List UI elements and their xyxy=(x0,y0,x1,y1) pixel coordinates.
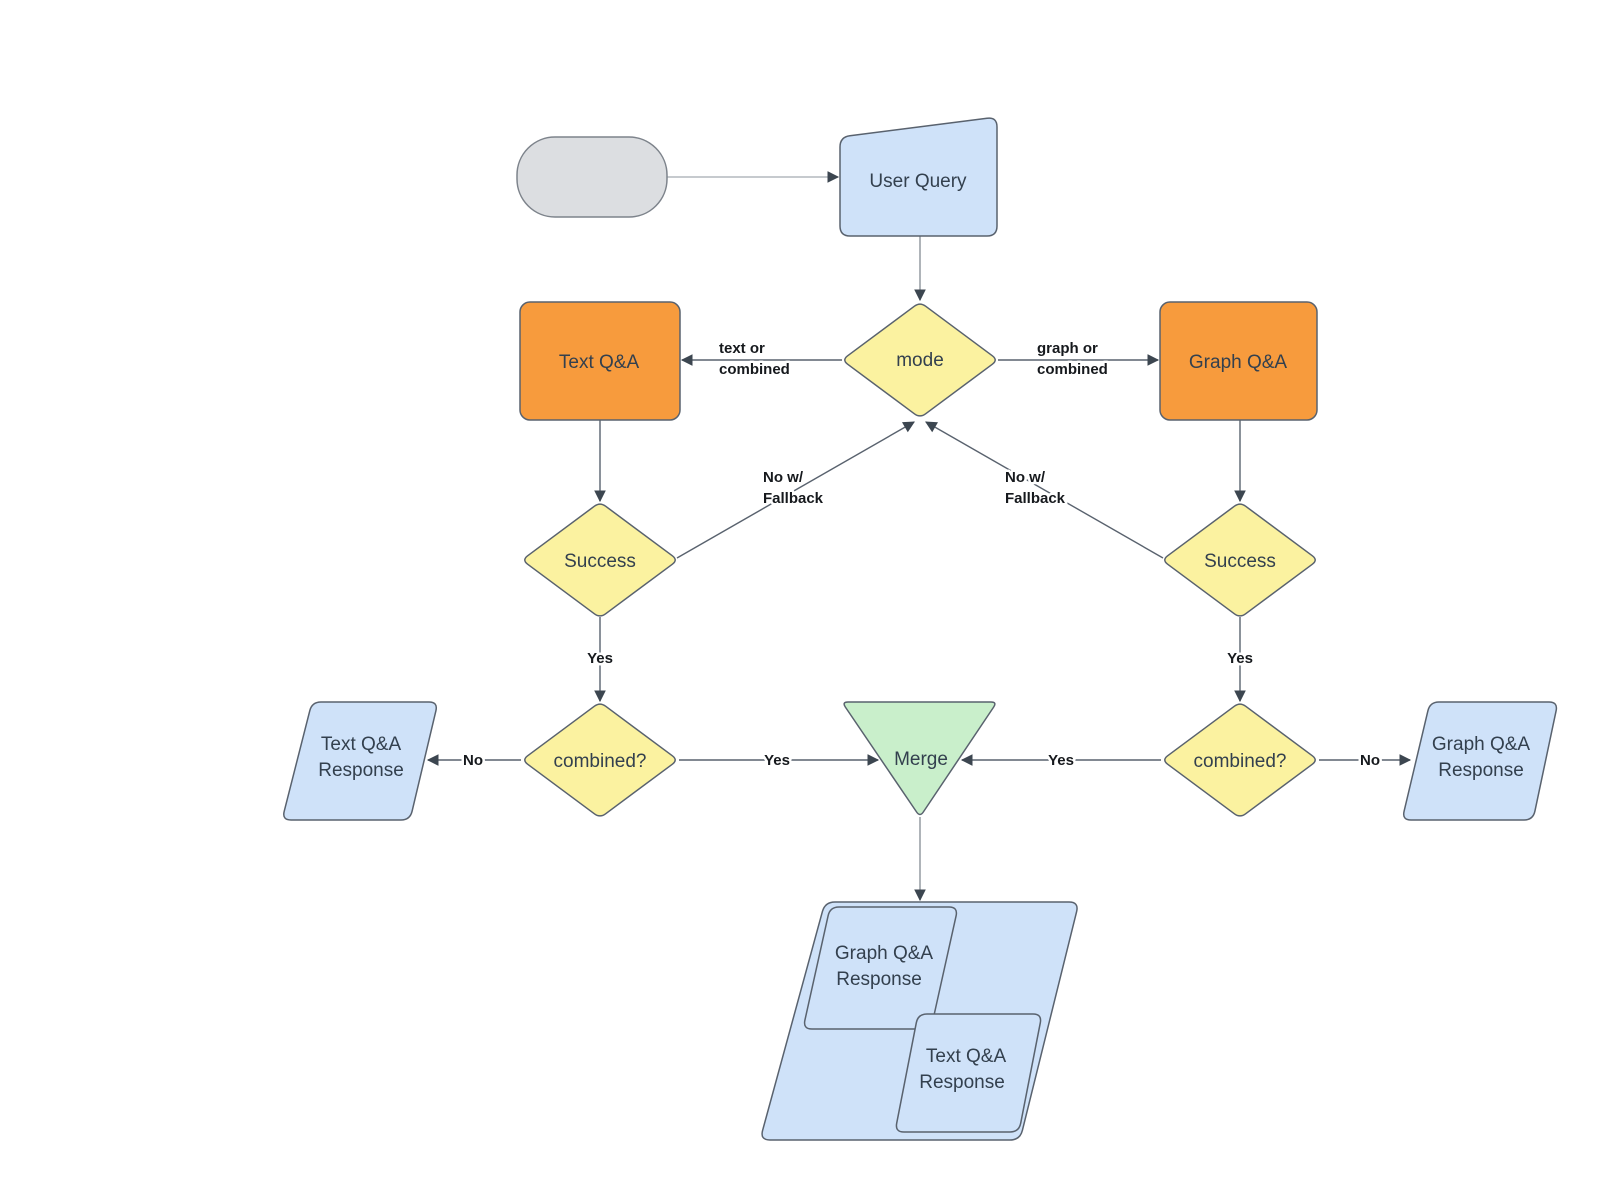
label-combined-right-yes: Yes xyxy=(1048,752,1074,769)
graph-qa-shape xyxy=(1159,301,1318,421)
label-text-or-combined: text or combined xyxy=(719,340,790,378)
text-qa-response-label: Text Q&A Response xyxy=(318,734,404,781)
node-combined-right: combined? xyxy=(1164,703,1316,817)
label-fallback-left: No w/Fallback xyxy=(763,469,824,507)
node-success-right: Success xyxy=(1164,503,1316,617)
label-graph-or: graph or xyxy=(1037,340,1098,357)
label-text-combined: combined xyxy=(719,361,790,378)
edge-success-right-fallback-to-mode xyxy=(925,421,1164,559)
combined-response-graph-line2: Response xyxy=(836,969,922,990)
combined-response-text-shape xyxy=(895,1013,1042,1133)
combined-response-graph-line1: Graph Q&A xyxy=(835,943,934,964)
node-mode: mode xyxy=(844,303,996,417)
combined-response-text-line1: Text Q&A xyxy=(926,1046,1007,1067)
user-query-shape xyxy=(839,117,998,237)
text-qa-response-shape xyxy=(283,701,438,821)
combined-response-text-card: Text Q&A Response xyxy=(895,1013,1042,1133)
node-text-qa-response: Text Q&A Response xyxy=(283,701,438,821)
node-merge: Merge xyxy=(843,701,996,816)
edges xyxy=(426,171,1412,902)
edge-success-left-fallback-to-mode xyxy=(676,421,915,559)
graph-qa-response-line1: Graph Q&A xyxy=(1432,734,1531,755)
combined-response-text-label: Text Q&A Response xyxy=(919,1046,1006,1093)
node-user-query: User Query xyxy=(839,117,998,237)
label-success-right-yes: Yes xyxy=(1227,650,1253,667)
graph-qa-label: Graph Q&A xyxy=(1189,352,1288,373)
label-fallback-left-line2: Fallback xyxy=(763,490,824,507)
merge-label: Merge xyxy=(894,749,948,770)
label-combined-left-yes: Yes xyxy=(764,752,790,769)
label-fallback-left-line1: No w/ xyxy=(763,469,804,486)
text-qa-shape xyxy=(519,301,681,421)
label-fallback-right-line1: No w/ xyxy=(1005,469,1046,486)
node-graph-qa: Graph Q&A xyxy=(1159,301,1318,421)
success-left-label: Success xyxy=(564,551,636,572)
edge-labels: text or combined graph or combined No w/Fa… xyxy=(461,338,1383,772)
label-fallback-right: No w/Fallback xyxy=(1005,469,1066,507)
text-qa-response-line1: Text Q&A xyxy=(321,734,402,755)
graph-qa-response-shape xyxy=(1402,701,1558,821)
text-qa-response-line2: Response xyxy=(318,760,404,781)
label-graph-or-combined: graph or combined xyxy=(1037,340,1108,378)
combined-right-label: combined? xyxy=(1194,751,1287,772)
success-right-label: Success xyxy=(1204,551,1276,572)
graph-qa-response-label: Graph Q&A Response xyxy=(1432,734,1531,781)
node-success-left: Success xyxy=(524,503,676,617)
label-text-or: text or xyxy=(719,340,765,357)
user-query-label: User Query xyxy=(869,171,967,192)
combined-response-graph-label: Graph Q&A Response xyxy=(835,943,934,990)
label-success-left-yes: Yes xyxy=(587,650,613,667)
combined-response-text-line2: Response xyxy=(919,1072,1005,1093)
text-qa-label: Text Q&A xyxy=(559,352,640,373)
combined-left-label: combined? xyxy=(554,751,647,772)
label-fallback-right-line2: Fallback xyxy=(1005,490,1066,507)
merge-triangle-shape xyxy=(843,701,996,816)
node-combined-response: Graph Q&A Response Text Q&A Response xyxy=(761,901,1078,1141)
mode-label: mode xyxy=(896,350,944,371)
start-stadium-shape xyxy=(516,136,668,218)
label-combined-right-no: No xyxy=(1360,752,1380,769)
node-graph-qa-response: Graph Q&A Response xyxy=(1402,701,1558,821)
node-combined-left: combined? xyxy=(524,703,676,817)
graph-qa-response-line2: Response xyxy=(1438,760,1524,781)
combined-response-graph-card: Graph Q&A Response xyxy=(803,906,958,1030)
node-text-qa: Text Q&A xyxy=(519,301,681,421)
label-graph-combined: combined xyxy=(1037,361,1108,378)
node-start xyxy=(516,136,668,218)
label-combined-left-no: No xyxy=(463,752,483,769)
combined-response-graph-shape xyxy=(803,906,958,1030)
